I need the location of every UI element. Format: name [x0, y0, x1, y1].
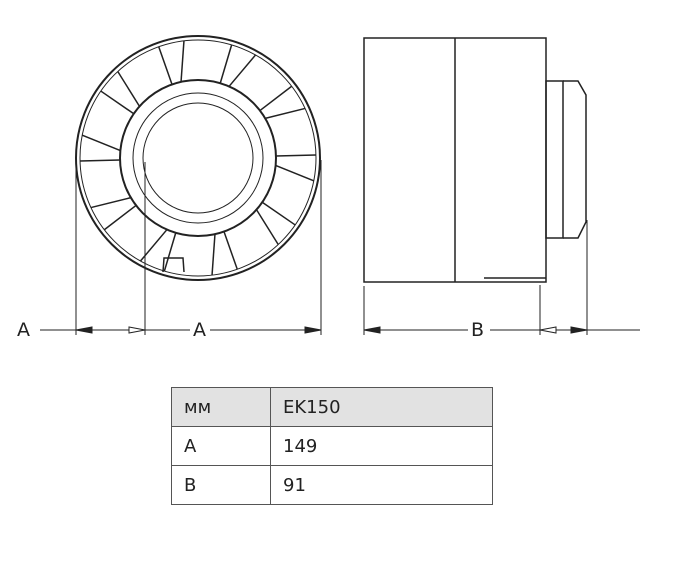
vane-line	[139, 229, 168, 262]
table-row: B 91	[171, 465, 493, 505]
dimension-label-b: B	[471, 319, 485, 341]
vane-line	[90, 196, 132, 209]
vane-line	[264, 107, 306, 120]
row-label: B	[171, 465, 271, 505]
vane-line	[180, 40, 185, 82]
vane-line	[223, 231, 238, 270]
vane-line	[255, 209, 279, 245]
header-unit: мм	[171, 387, 271, 427]
vane-line	[103, 204, 137, 231]
vane-line	[228, 54, 257, 87]
dimension-lines	[40, 160, 640, 335]
vane-line	[275, 154, 316, 157]
vane-line	[219, 44, 233, 84]
latch-tab	[162, 257, 185, 273]
header-model: EK150	[270, 387, 493, 427]
vane-line	[80, 159, 121, 162]
vane-line	[259, 85, 293, 112]
dimension-label-a-left: A	[17, 319, 30, 341]
side-view	[363, 37, 587, 283]
row-label: A	[171, 426, 271, 466]
vane-line	[261, 201, 296, 226]
vane-line	[117, 71, 141, 107]
vane-line	[275, 164, 315, 182]
vane-line	[81, 134, 121, 152]
row-value: 91	[270, 465, 493, 505]
table-row: A 149	[171, 426, 493, 466]
front-view	[75, 35, 321, 281]
vane-line	[163, 232, 177, 272]
vane-line	[158, 46, 173, 85]
table-header-row: мм EK150	[171, 387, 493, 427]
dimension-label-a: A	[193, 319, 206, 341]
vanes	[80, 40, 316, 276]
row-value: 149	[270, 426, 493, 466]
vane-line	[100, 90, 135, 115]
vane-line	[211, 234, 216, 276]
dimensions-table: мм EK150 A 149 B 91	[171, 387, 493, 505]
